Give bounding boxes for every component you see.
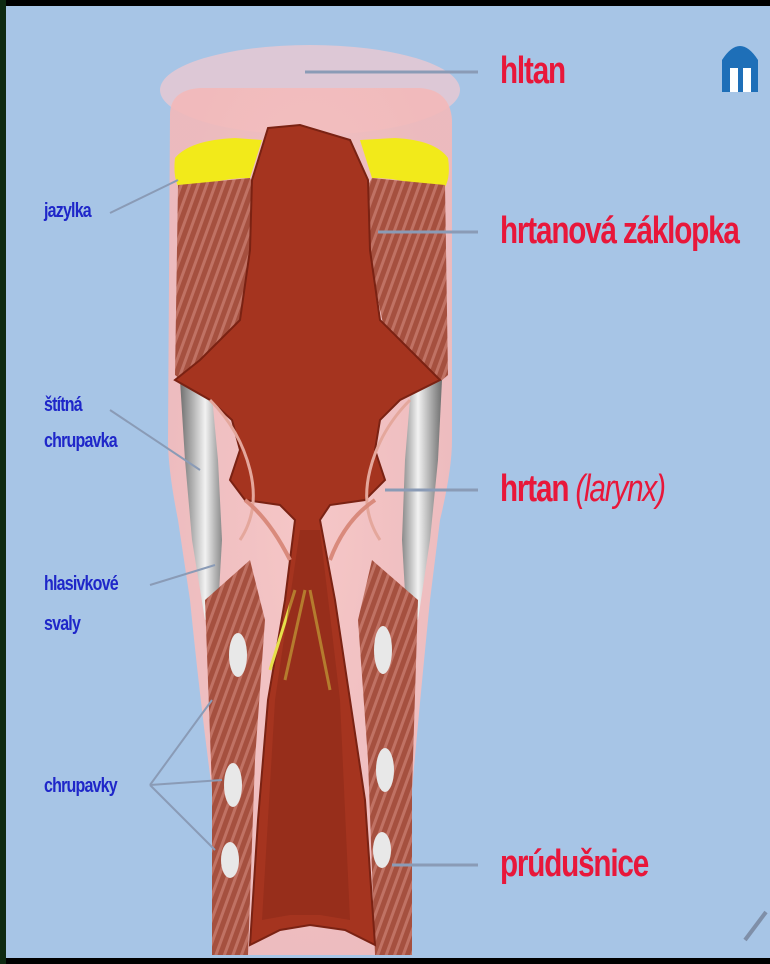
label-stitna-1: štítná	[44, 394, 82, 417]
label-larynx-paren: (larynx)	[575, 468, 664, 510]
label-hlasivkove-1: hlasivkové	[44, 573, 118, 596]
ring-left-1	[229, 633, 247, 677]
label-trachea: prúdušnice	[500, 843, 648, 887]
leader-jazylka	[110, 180, 178, 213]
label-chrupavky: chrupavky	[44, 775, 117, 798]
arch-logo-icon	[722, 46, 758, 92]
ring-right-1	[374, 626, 392, 674]
leader-chrupavky-3	[150, 785, 215, 850]
leader-chrupavky-1	[150, 700, 212, 785]
ring-left-3	[221, 842, 239, 878]
label-jazylka: jazylka	[44, 200, 91, 223]
label-epiglottis: hrtanová záklopka	[500, 210, 739, 254]
label-stitna-2: chrupavka	[44, 430, 117, 453]
label-larynx: hrtan (larynx)	[500, 468, 665, 512]
ring-left-2	[224, 763, 242, 807]
ring-right-2	[376, 748, 394, 792]
label-hltan: hltan	[500, 50, 565, 94]
label-larynx-main: hrtan	[500, 468, 568, 510]
label-hlasivkove-2: svaly	[44, 613, 80, 636]
ring-right-3	[373, 832, 391, 868]
corner-mark	[745, 912, 766, 940]
